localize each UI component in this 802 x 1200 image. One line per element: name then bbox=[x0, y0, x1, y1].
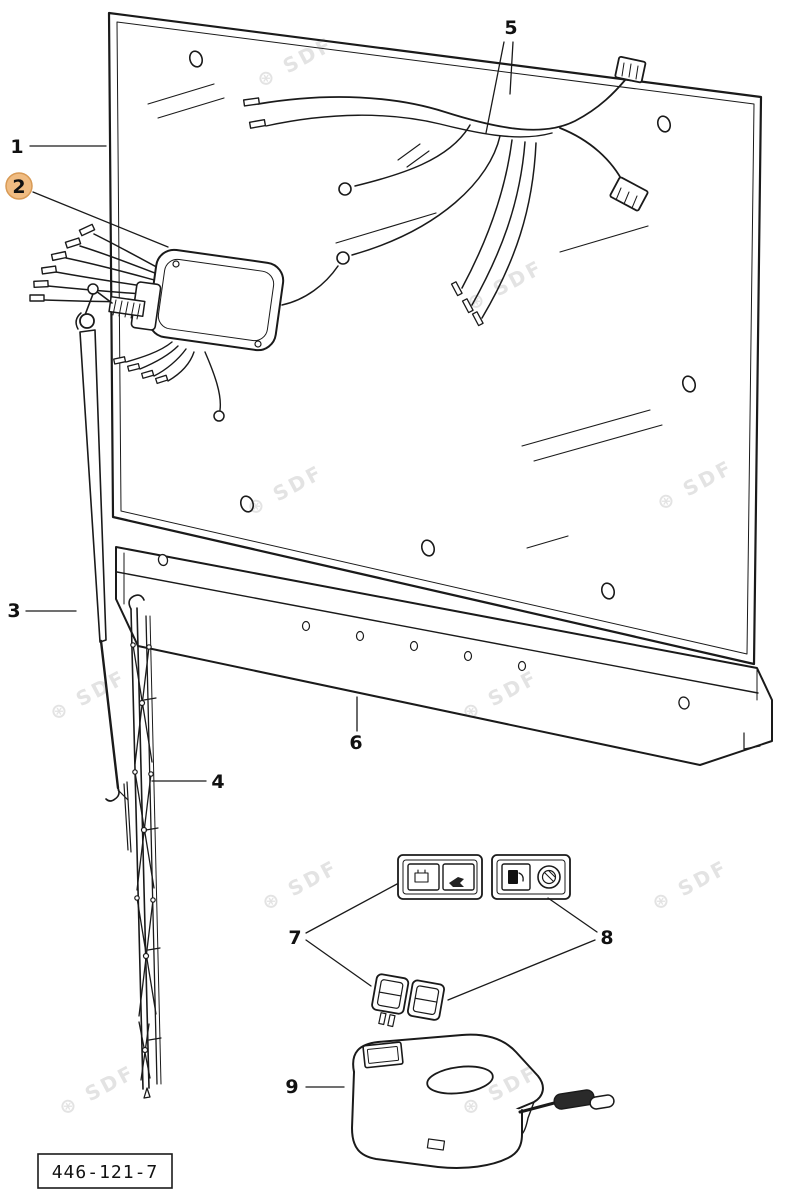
cover-slot bbox=[426, 1138, 446, 1151]
spade-terminal bbox=[242, 97, 261, 107]
callout-6-label: 6 bbox=[349, 732, 362, 754]
switch-prong bbox=[387, 1014, 396, 1028]
blade-clips bbox=[117, 697, 162, 1041]
callout-leaders bbox=[25, 41, 598, 1088]
rocker-switch-left bbox=[371, 973, 410, 1015]
callout-5-leader-a bbox=[485, 41, 505, 134]
spade-terminal bbox=[471, 311, 484, 327]
callout-4-label: 4 bbox=[211, 771, 224, 793]
part-number-box: 446-121-7 bbox=[37, 1153, 173, 1189]
fuel-pump-icon bbox=[508, 870, 524, 884]
harness-connector-top bbox=[614, 55, 647, 84]
callout-3-label: 3 bbox=[7, 600, 20, 622]
wiper-motor bbox=[29, 223, 339, 422]
motor-body bbox=[147, 248, 285, 352]
callout-2-label: 2 bbox=[12, 176, 25, 198]
motor-wires-lower bbox=[125, 341, 222, 411]
motor-wire-terminals bbox=[29, 223, 96, 302]
callout-7-label: 7 bbox=[288, 927, 301, 949]
motor-crank-link bbox=[84, 283, 113, 316]
callout-9-label: 9 bbox=[285, 1076, 298, 1098]
blade-lattice-joints bbox=[130, 642, 156, 1054]
callout-7-leader-b bbox=[305, 939, 372, 987]
motor-lower-terminals bbox=[113, 356, 225, 422]
cigarette-lighter-icon bbox=[537, 865, 561, 889]
ring-terminal bbox=[338, 182, 352, 196]
washer-icon bbox=[449, 877, 464, 887]
wiper-arm bbox=[75, 312, 120, 802]
glass-reflection-lines bbox=[147, 83, 663, 549]
callout-7-leader-a bbox=[305, 883, 398, 934]
wiper-blade bbox=[117, 594, 162, 1099]
wiring-harness bbox=[242, 55, 649, 327]
callout-8-leader-a bbox=[547, 897, 598, 933]
instrument-window bbox=[362, 1041, 404, 1069]
callout-8-label: 8 bbox=[600, 927, 613, 949]
motor-body-inner bbox=[157, 258, 275, 342]
harness-connector-right bbox=[609, 176, 649, 212]
control-stalk bbox=[518, 1089, 615, 1114]
column-hole bbox=[426, 1065, 494, 1095]
spade-terminal bbox=[248, 118, 267, 129]
switch-panel-7 bbox=[397, 854, 483, 900]
part-number-text: 446-121-7 bbox=[52, 1162, 159, 1183]
callout-1-label: 1 bbox=[10, 136, 23, 158]
spade-terminal bbox=[450, 281, 463, 297]
support-beam bbox=[115, 546, 773, 766]
switch-panel-8 bbox=[491, 854, 571, 900]
rocker-switch-right bbox=[406, 979, 445, 1021]
switch-prong bbox=[378, 1012, 387, 1026]
callout-2-highlight-circle bbox=[5, 172, 33, 200]
callout-5-leader-b bbox=[509, 41, 514, 95]
rocker-switches bbox=[371, 973, 445, 1028]
battery-icon bbox=[414, 869, 429, 883]
motor-shaft bbox=[108, 295, 146, 320]
callout-5-label: 5 bbox=[504, 17, 517, 39]
callout-8-leader-b bbox=[447, 939, 596, 1001]
callout-2-leader bbox=[32, 191, 169, 248]
spade-terminal bbox=[461, 298, 474, 314]
ring-terminal bbox=[336, 251, 350, 265]
glass-panel bbox=[107, 11, 763, 666]
steering-column-cover bbox=[351, 1033, 615, 1169]
